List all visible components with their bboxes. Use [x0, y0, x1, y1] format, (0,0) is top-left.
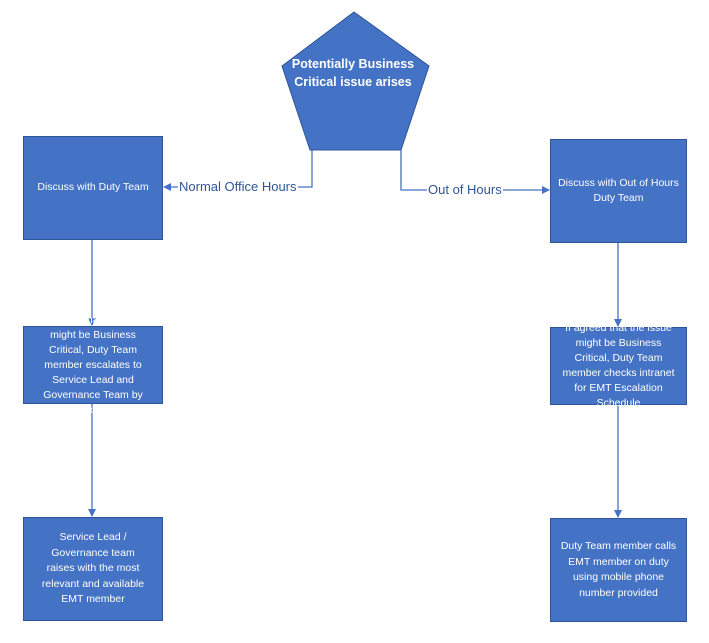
node-escalate-service-lead: If agreed that the issue might be Busine… [23, 314, 163, 416]
start-node-label: Potentially Business Critical issue aris… [291, 57, 415, 89]
node-discuss-duty-team-label: Discuss with Duty Team [37, 181, 149, 194]
node-check-intranet-label: If agreed that the issue might be Busine… [562, 322, 675, 409]
node-discuss-duty-team: Discuss with Duty Team [23, 136, 163, 240]
node-raise-with-emt-label: Service Lead / Governance team raises wi… [41, 531, 145, 606]
node-raise-with-emt: Service Lead / Governance team raises wi… [23, 517, 163, 621]
node-check-intranet: If agreed that the issue might be Busine… [550, 322, 687, 409]
start-node-shape [281, 11, 430, 151]
node-escalate-service-lead-label: If agreed that the issue might be Busine… [39, 313, 147, 416]
edge-label-out-of-hours: Out of Hours [427, 182, 503, 198]
node-call-emt-member-label: Duty Team member calls EMT member on dut… [560, 540, 677, 599]
node-call-emt-member: Duty Team member calls EMT member on dut… [550, 518, 687, 622]
edge-label-normal-hours: Normal Office Hours [178, 179, 298, 195]
node-discuss-ooh-duty-team: Discuss with Out of Hours Duty Team [550, 139, 687, 243]
node-discuss-ooh-duty-team-label: Discuss with Out of Hours Duty Team [558, 176, 679, 205]
